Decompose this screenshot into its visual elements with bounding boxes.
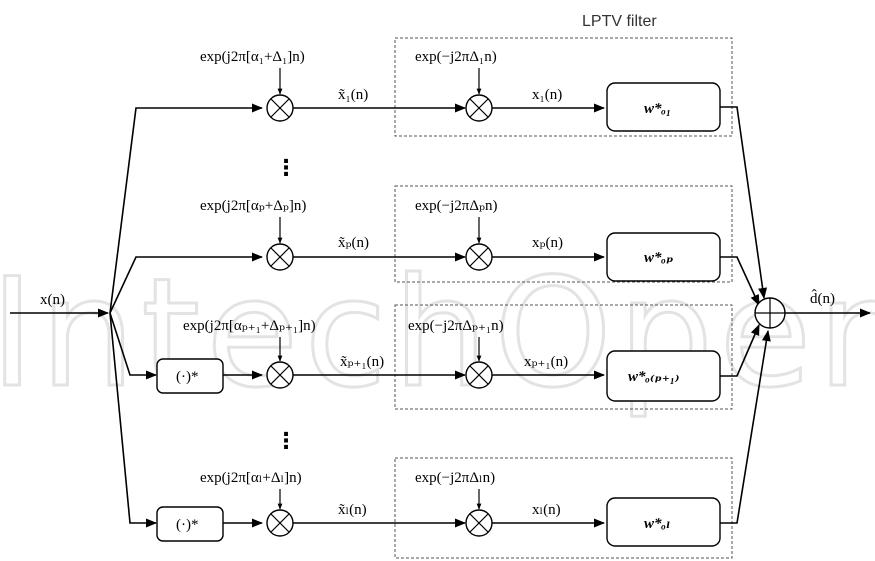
shifted-label-p1: x̃ₚ₊₁(n) xyxy=(340,354,384,370)
out-label-p1: xₚ₊₁(n) xyxy=(524,354,568,370)
demod-label-1: exp(−j2πΔ₁n) xyxy=(415,49,497,65)
fanout-branch-l xyxy=(109,312,158,528)
filter-label-l: w*ₒₗ xyxy=(644,516,670,532)
filter-label-p1: w*ₒ₍ₚ₊₁₎ xyxy=(628,369,679,385)
demod-label-p1: exp(−j2πΔₚ₊₁n) xyxy=(408,318,504,334)
conjugate-label-l: (·)* xyxy=(176,517,199,533)
sum-input-1 xyxy=(720,106,768,300)
lptv-frame-1 xyxy=(394,37,733,137)
fanout-branch-p xyxy=(109,252,264,314)
lptv-frame-p1 xyxy=(394,304,733,410)
watermark-text: IntechOpen xyxy=(0,247,875,421)
out-label-p: xₚ(n) xyxy=(532,235,563,251)
shifted-label-p: x̃ₚ(n) xyxy=(338,235,369,251)
demod-mixer-1 xyxy=(465,94,493,122)
filter-label-1: w*ₒ₁ xyxy=(644,101,671,117)
out-label-l: xₗ(n) xyxy=(532,502,561,518)
conjugate-block-p1 xyxy=(156,358,224,394)
input-label: x(n) xyxy=(40,292,65,308)
filter-block-l xyxy=(606,497,721,547)
conjugate-block-l xyxy=(156,506,224,542)
demod-label-p: exp(−j2πΔₚn) xyxy=(415,198,498,214)
demod-mixer-p1 xyxy=(465,361,493,389)
mixer-p1 xyxy=(266,361,294,389)
fanout-branch-p1 xyxy=(109,312,158,380)
ellipsis-lower: ⋮ xyxy=(275,429,297,454)
sum-input-p xyxy=(720,256,760,307)
sum-input-p1 xyxy=(720,323,760,377)
mixer-l xyxy=(266,509,294,537)
ellipsis-upper: ⋮ xyxy=(275,156,297,181)
summer xyxy=(754,297,786,329)
out-label-1: x₁(n) xyxy=(532,87,562,103)
osc-label-p1: exp(j2π[αₚ₊₁+Δₚ₊₁]n) xyxy=(183,318,316,334)
conjugate-label-p1: (·)* xyxy=(176,369,199,385)
osc-label-l: exp(j2π[αₗ+Δₗ]n) xyxy=(200,470,302,486)
lptv-filter-label: LPTV filter xyxy=(582,13,657,30)
demod-label-l: exp(−j2πΔₗn) xyxy=(415,470,495,486)
demod-mixer-l xyxy=(465,509,493,537)
sum-input-l xyxy=(720,329,771,524)
shifted-label-l: x̃ₗ(n) xyxy=(338,502,367,518)
output-label: d̂(n) xyxy=(810,289,835,307)
mixer-1 xyxy=(266,94,294,122)
mixer-p xyxy=(266,243,294,271)
osc-label-p: exp(j2π[αₚ+Δₚ]n) xyxy=(200,198,306,214)
lptv-frame-p xyxy=(394,185,733,283)
filter-label-p: w*ₒₚ xyxy=(644,250,673,266)
fanout-branch-1 xyxy=(109,103,264,314)
lptv-frame-l xyxy=(394,457,733,559)
osc-label-1: exp(j2π[α₁+Δ₁]n) xyxy=(200,49,305,65)
demod-mixer-p xyxy=(465,243,493,271)
shifted-label-1: x̃₁(n) xyxy=(338,87,368,103)
